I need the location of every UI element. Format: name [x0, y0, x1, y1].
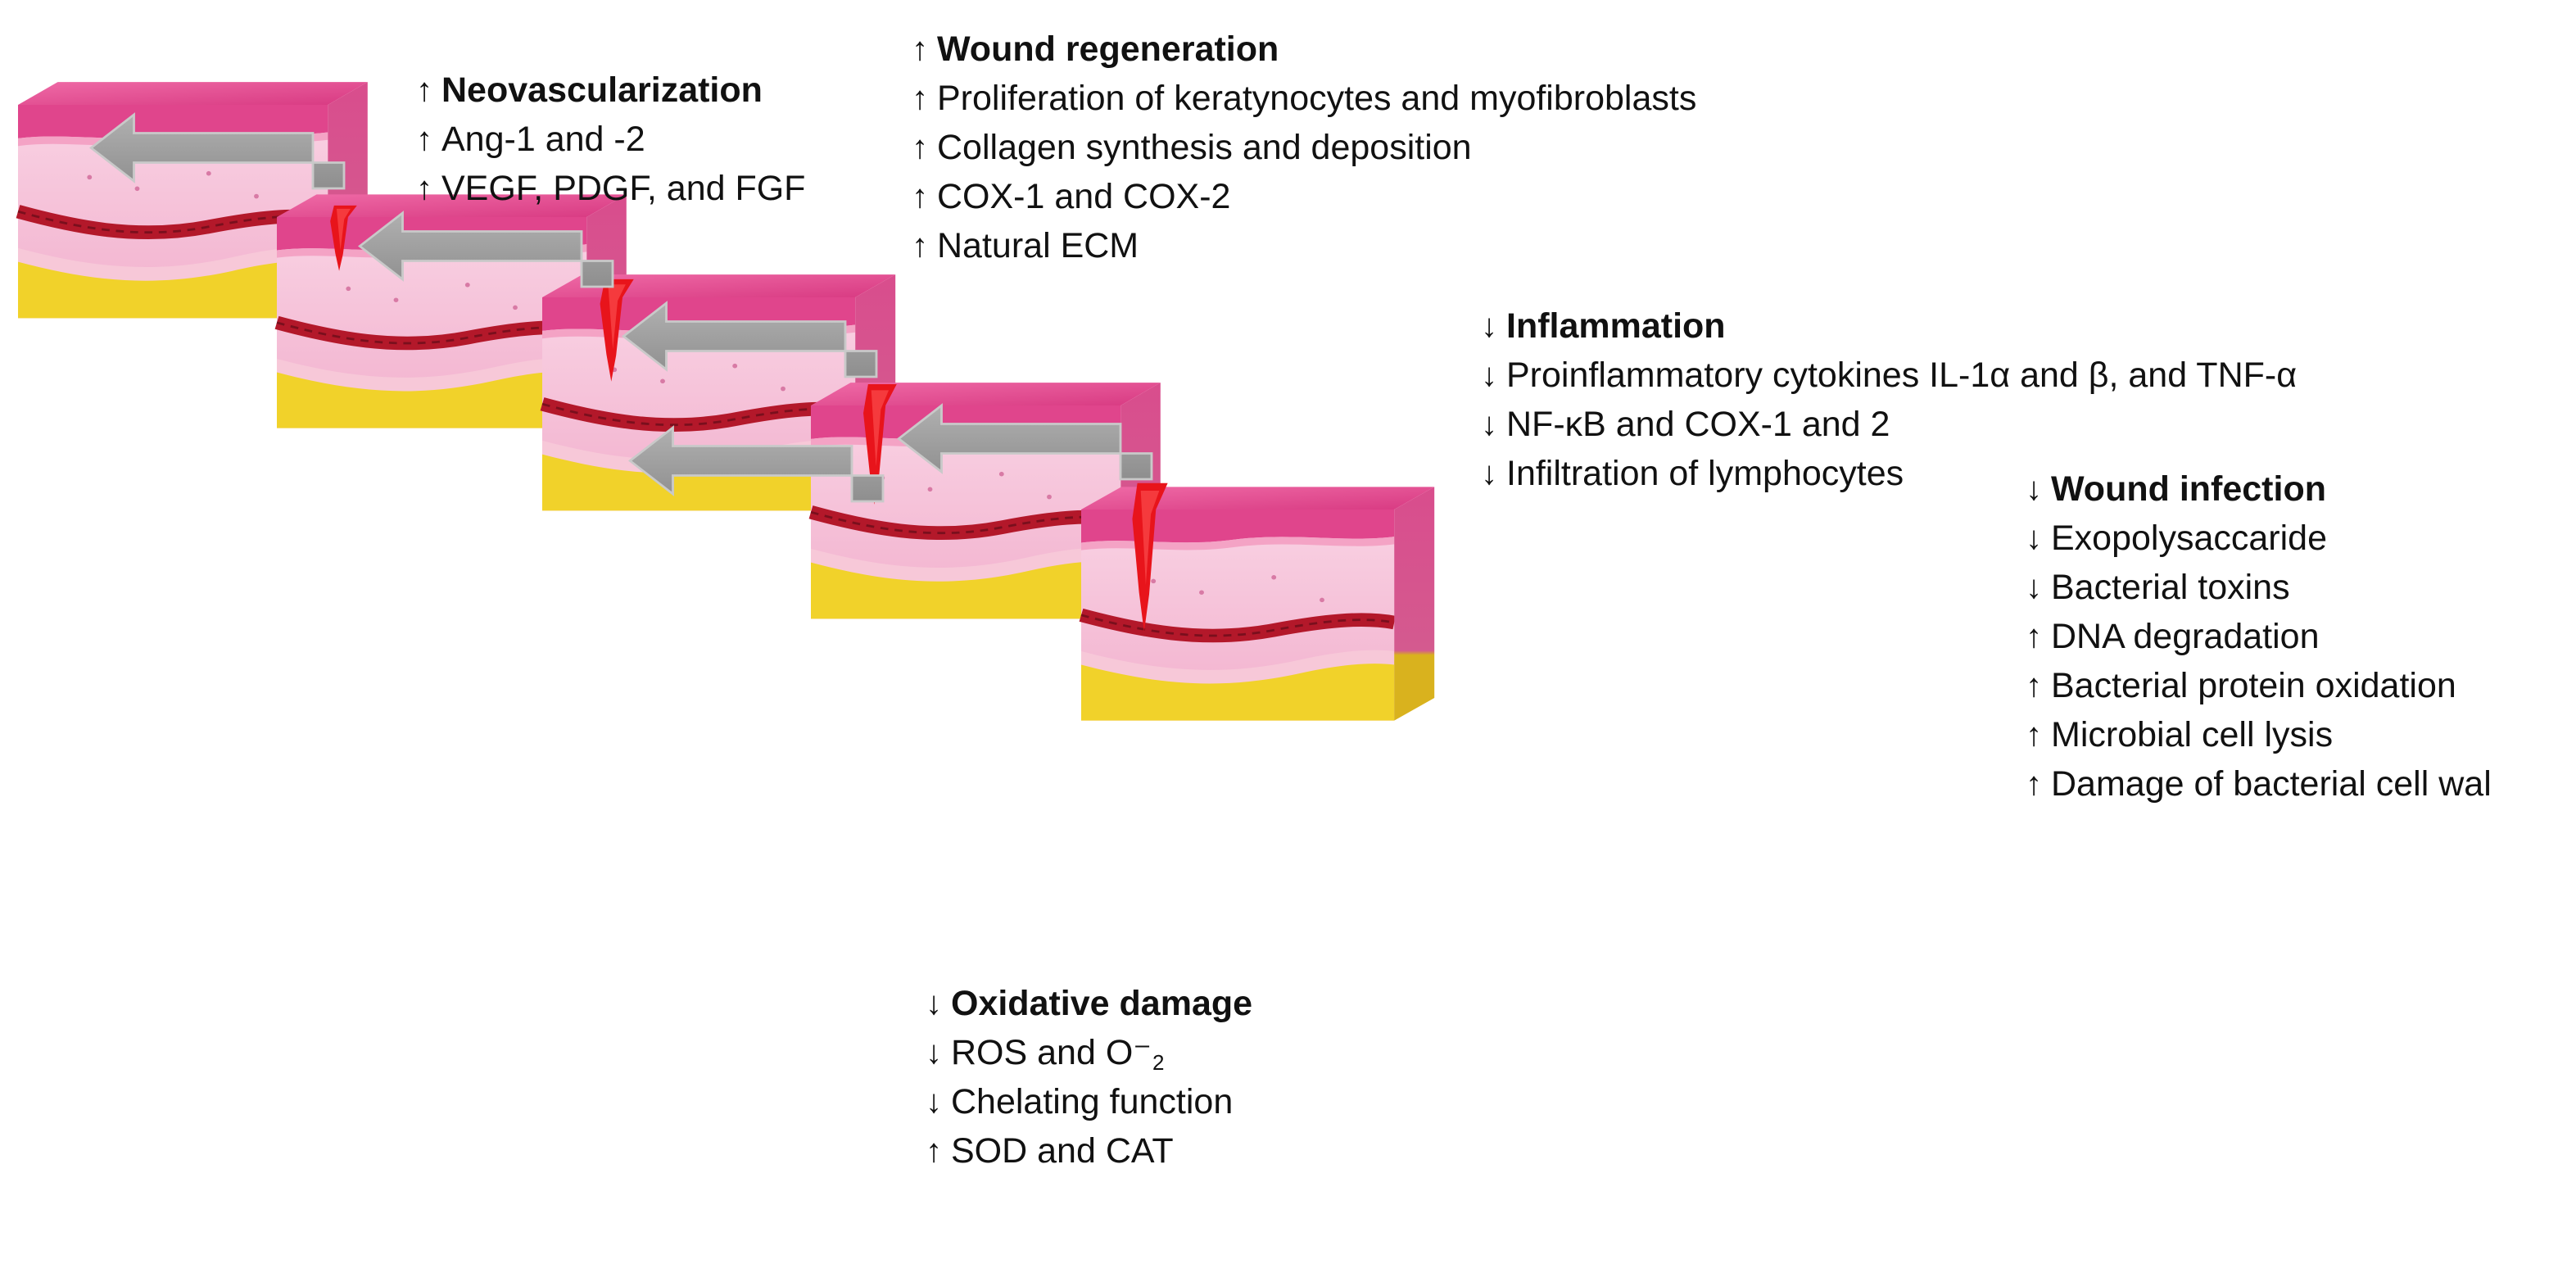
up-arrow-icon: ↑ — [2026, 717, 2042, 753]
block-oxidative-damage: ↓ Oxidative damage ↓ ROS and O⁻ 2 ↓ Chel… — [923, 979, 1252, 1176]
list-item: ↓ NF-κB and COX-1 and 2 — [1478, 400, 2297, 449]
item-text: DNA degradation — [2051, 617, 2320, 656]
item-text: SOD and CAT — [951, 1131, 1174, 1171]
list-item: ↑ SOD and CAT — [923, 1126, 1252, 1176]
item-text: Collagen synthesis and deposition — [937, 128, 1472, 167]
list-item: ↓ ROS and O⁻ 2 — [923, 1028, 1252, 1077]
up-arrow-icon: ↑ — [2026, 668, 2042, 704]
up-arrow-icon: ↑ — [2026, 618, 2042, 655]
down-arrow-icon: ↓ — [1481, 308, 1497, 344]
down-arrow-icon: ↓ — [2026, 569, 2042, 605]
down-arrow-icon: ↓ — [1481, 406, 1497, 442]
up-arrow-icon: ↑ — [926, 1133, 942, 1169]
list-item: ↓ Proinflammatory cytokines IL-1α and β,… — [1478, 351, 2297, 400]
list-item: ↓ Infiltration of lymphocytes — [1478, 449, 2297, 498]
down-arrow-icon: ↓ — [2026, 520, 2042, 556]
item-text: Proliferation of keratynocytes and myofi… — [937, 79, 1697, 118]
list-item: ↑ Ang-1 and -2 — [414, 115, 805, 164]
list-item: ↑ Damage of bacterial cell wal — [2023, 759, 2492, 809]
item-text: Bacterial protein oxidation — [2051, 666, 2456, 705]
wound-regeneration-heading: ↑ Wound regeneration — [909, 25, 1696, 74]
up-arrow-icon: ↑ — [912, 80, 928, 116]
up-arrow-icon: ↑ — [912, 179, 928, 215]
down-arrow-icon: ↓ — [926, 985, 942, 1022]
inflammation-heading: ↓ Inflammation — [1478, 301, 2297, 351]
item-text: Bacterial toxins — [2051, 568, 2290, 607]
item-text: ROS and O⁻ — [951, 1033, 1152, 1072]
item-text: VEGF, PDGF, and FGF — [441, 169, 806, 208]
list-item: ↓ Chelating function — [923, 1077, 1252, 1126]
heading-text: Wound infection — [2051, 469, 2326, 509]
list-item: ↑ COX-1 and COX-2 — [909, 172, 1696, 221]
list-item: ↑ Natural ECM — [909, 221, 1696, 270]
block-wound-infection: ↓ Wound infection ↓ Exopolysaccaride ↓ B… — [2023, 464, 2492, 809]
skin-block-stage-1 — [1081, 483, 1434, 721]
item-text: Chelating function — [951, 1082, 1234, 1121]
heading-text: Inflammation — [1506, 306, 1726, 346]
item-text: Proinflammatory cytokines IL-1α and β, a… — [1506, 356, 2298, 395]
down-arrow-icon: ↓ — [1481, 455, 1497, 492]
item-text: COX-1 and COX-2 — [937, 177, 1231, 216]
up-arrow-icon: ↑ — [416, 72, 432, 108]
up-arrow-icon: ↑ — [416, 121, 432, 157]
neovascularization-heading: ↑ Neovascularization — [414, 66, 805, 115]
list-item: ↑ VEGF, PDGF, and FGF — [414, 164, 805, 213]
list-item: ↑ Proliferation of keratynocytes and myo… — [909, 74, 1696, 123]
up-arrow-icon: ↑ — [912, 129, 928, 165]
down-arrow-icon: ↓ — [926, 1084, 942, 1120]
up-arrow-icon: ↑ — [912, 228, 928, 264]
heading-text: Wound regeneration — [937, 29, 1279, 69]
up-arrow-icon: ↑ — [416, 170, 432, 206]
down-arrow-icon: ↓ — [926, 1035, 942, 1071]
item-text: Damage of bacterial cell wal — [2051, 764, 2492, 804]
list-item: ↓ Exopolysaccaride — [2023, 514, 2492, 563]
item-text: Exopolysaccaride — [2051, 519, 2328, 558]
subscript-text: 2 — [1152, 1050, 1165, 1075]
oxidative-damage-heading: ↓ Oxidative damage — [923, 979, 1252, 1028]
list-item: ↑ DNA degradation — [2023, 612, 2492, 661]
item-text: NF-κB and COX-1 and 2 — [1506, 405, 1890, 444]
down-arrow-icon: ↓ — [1481, 357, 1497, 393]
item-text: Ang-1 and -2 — [441, 120, 645, 159]
item-text: Microbial cell lysis — [2051, 715, 2334, 754]
up-arrow-icon: ↑ — [912, 31, 928, 67]
item-text: Natural ECM — [937, 226, 1139, 265]
block-wound-regeneration: ↑ Wound regeneration ↑ Proliferation of … — [909, 25, 1696, 270]
wound-infection-heading: ↓ Wound infection — [2023, 464, 2492, 514]
down-arrow-icon: ↓ — [2026, 471, 2042, 507]
block-inflammation: ↓ Inflammation ↓ Proinflammatory cytokin… — [1478, 301, 2297, 498]
list-item: ↑ Microbial cell lysis — [2023, 710, 2492, 759]
heading-text: Oxidative damage — [951, 984, 1253, 1023]
heading-text: Neovascularization — [441, 70, 763, 110]
item-text: Infiltration of lymphocytes — [1506, 454, 1904, 493]
up-arrow-icon: ↑ — [2026, 766, 2042, 802]
list-item: ↑ Bacterial protein oxidation — [2023, 661, 2492, 710]
block-neovascularization: ↑ Neovascularization ↑ Ang-1 and -2 ↑ VE… — [414, 66, 805, 213]
list-item: ↓ Bacterial toxins — [2023, 563, 2492, 612]
list-item: ↑ Collagen synthesis and deposition — [909, 123, 1696, 172]
